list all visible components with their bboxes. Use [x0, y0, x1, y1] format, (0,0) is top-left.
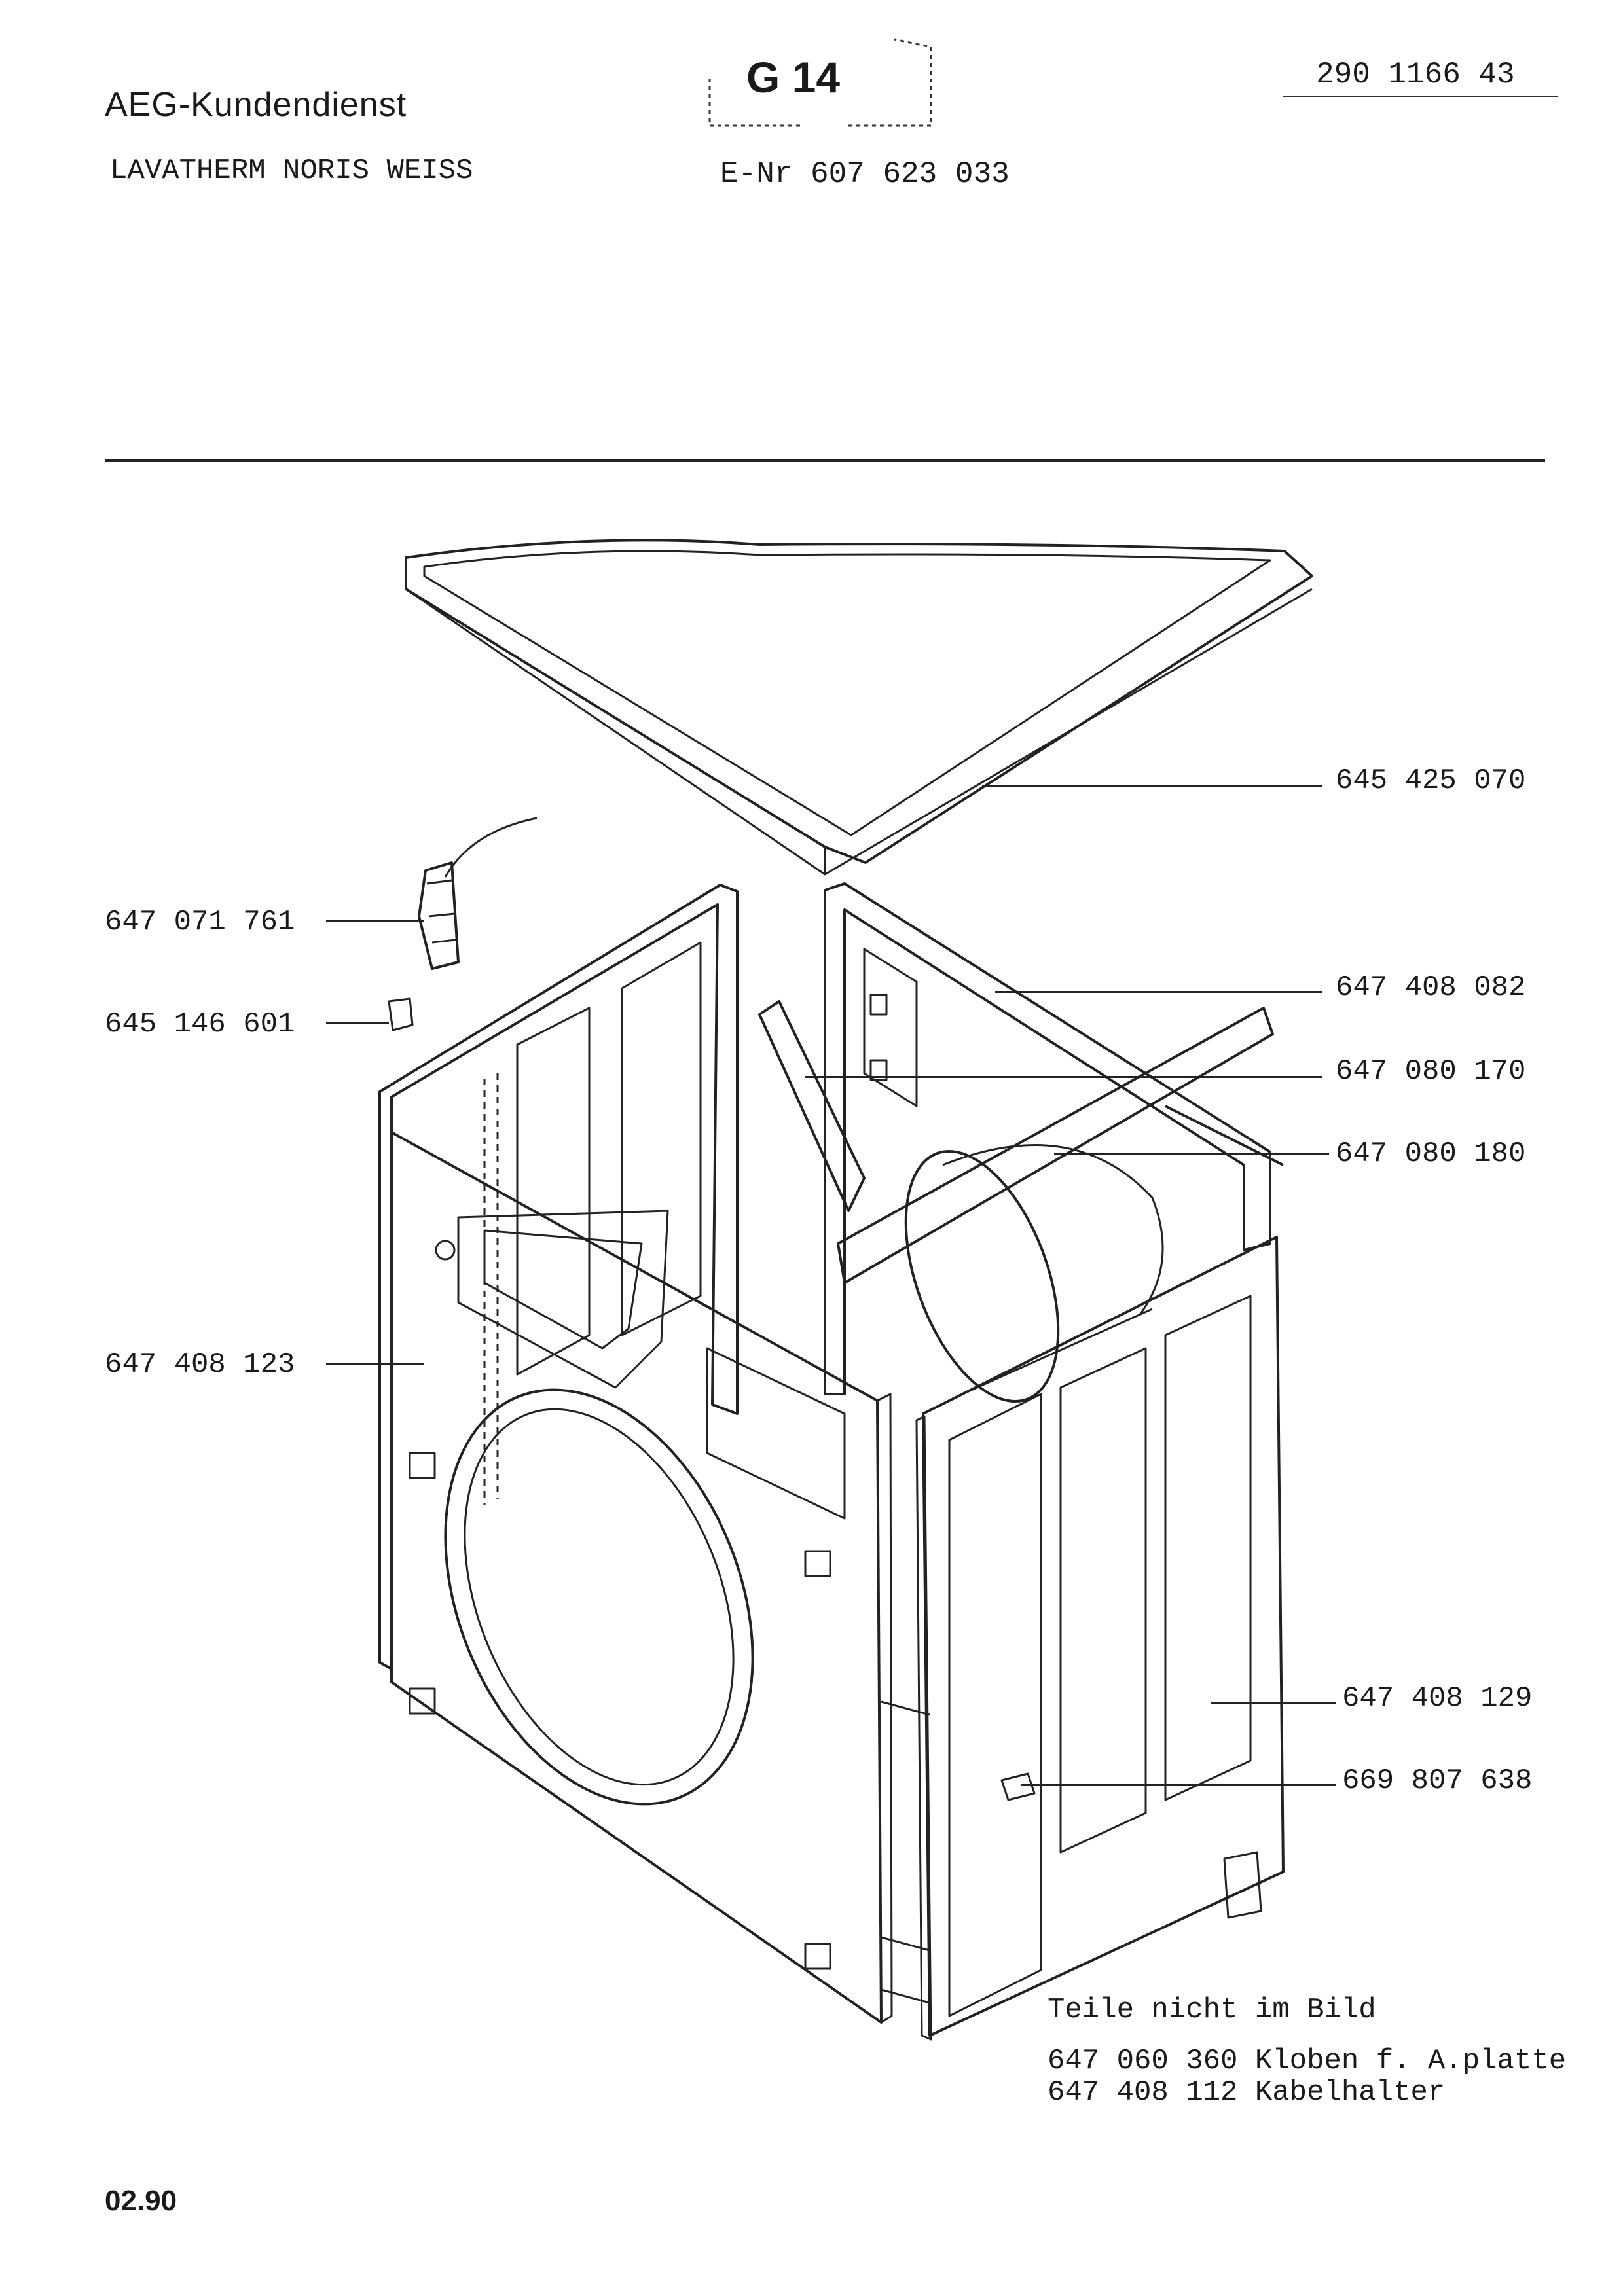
- not-shown-description: Kabelhalter: [1254, 2076, 1446, 2109]
- top-cover-shape: [405, 539, 1313, 876]
- rear-panel-shape: [824, 882, 1271, 1395]
- document-date: 02.90: [105, 2185, 177, 2217]
- front-panel-shape: [390, 1131, 893, 2024]
- part-label: 645 146 601: [105, 1008, 295, 1041]
- drum-shape: [904, 1144, 1164, 1403]
- right-side-panel-shape: [915, 1236, 1285, 2041]
- leader-line: [326, 920, 424, 922]
- document-number: 290 1166 43: [1316, 58, 1515, 92]
- leader-line: [1054, 1153, 1329, 1155]
- part-label: 647 408 129: [1342, 1682, 1533, 1715]
- leader-line: [995, 991, 1322, 993]
- leader-line: [805, 1076, 1322, 1078]
- left-side-panel-shape: [378, 884, 739, 1670]
- header-rule: [105, 459, 1545, 462]
- clip-shape: [388, 997, 414, 1031]
- not-shown-item: 647 060 360 Kloben f. A.platte: [1048, 2045, 1566, 2077]
- part-label: 647 071 761: [105, 906, 295, 939]
- not-shown-description: Kloben f. A.platte: [1254, 2045, 1567, 2077]
- leader-line: [1211, 1702, 1336, 1704]
- part-label: 647 408 123: [105, 1348, 295, 1381]
- part-label: 647 080 170: [1336, 1055, 1526, 1088]
- e-number: E-Nr 607 623 033: [720, 157, 1010, 191]
- switch-with-cable-shape: [418, 817, 538, 970]
- group-code-frame: [708, 38, 932, 127]
- part-label: 647 408 082: [1336, 971, 1526, 1004]
- strut-shapes: [758, 1000, 1284, 1284]
- document-number-underline: [1283, 96, 1558, 97]
- part-label: 647 080 180: [1336, 1138, 1526, 1170]
- not-shown-title: Teile nicht im Bild: [1048, 1994, 1376, 2026]
- part-label: 645 425 070: [1336, 764, 1526, 797]
- group-code: G 14: [746, 53, 841, 101]
- leader-line: [326, 1022, 389, 1024]
- not-shown-part-number: 647 060 360: [1048, 2045, 1238, 2077]
- leader-line: [982, 785, 1322, 787]
- not-shown-part-number: 647 408 112: [1048, 2076, 1238, 2109]
- model-name: LAVATHERM NORIS WEISS: [110, 154, 473, 187]
- not-shown-item: 647 408 112 Kabelhalter: [1048, 2076, 1445, 2109]
- leader-line: [1021, 1784, 1336, 1786]
- base-rail-shape: [881, 1700, 930, 2004]
- leader-line: [326, 1363, 424, 1365]
- part-label: 669 807 638: [1342, 1765, 1533, 1797]
- company-name: AEG-Kundendienst: [105, 86, 407, 124]
